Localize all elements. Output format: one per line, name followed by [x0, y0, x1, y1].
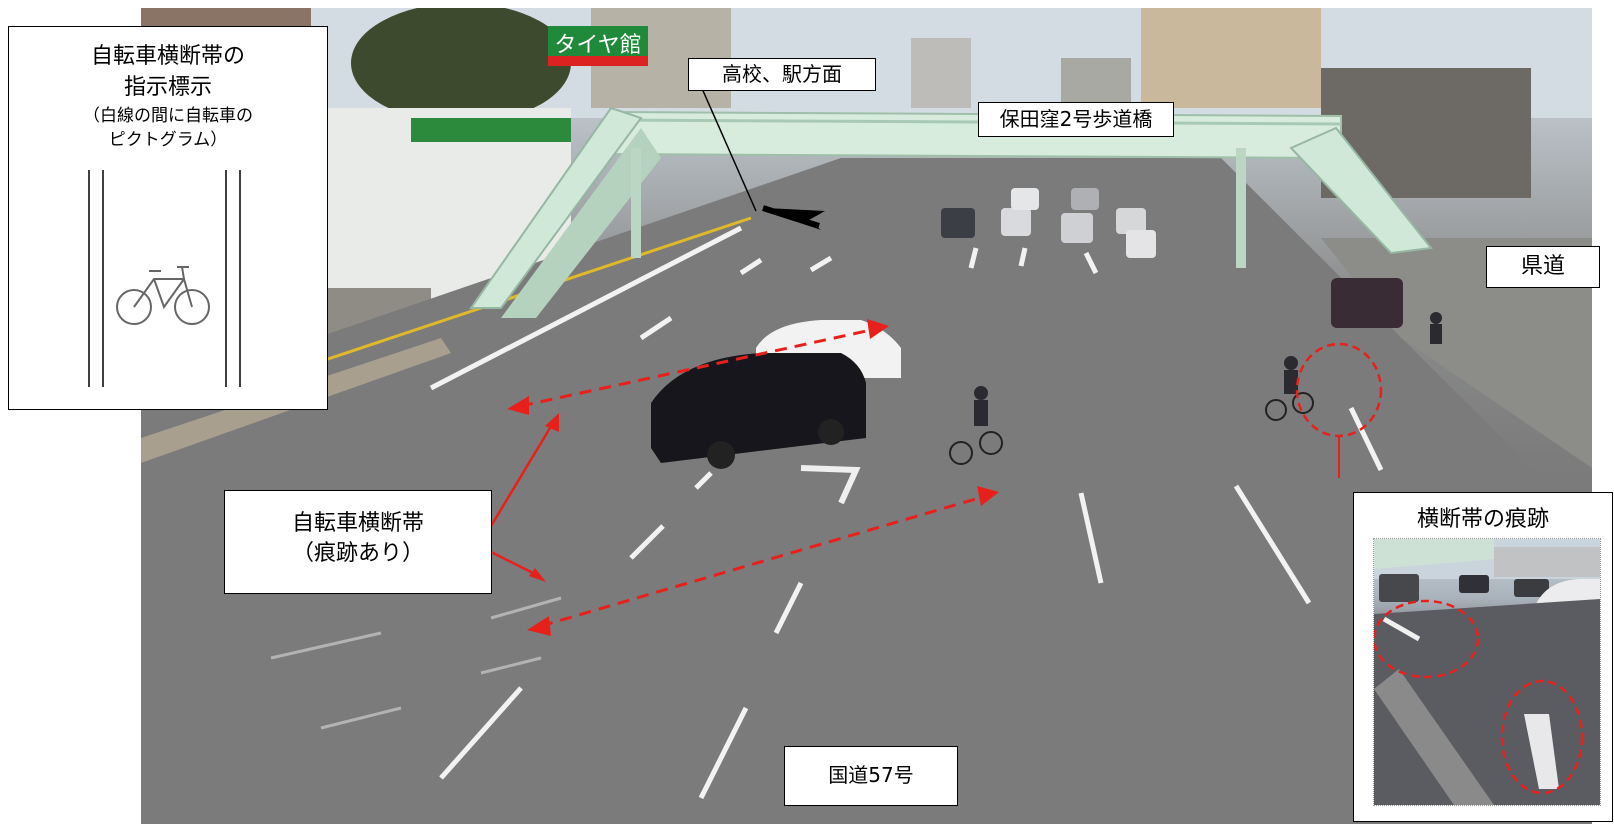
crossing-band-arrow-lower [540, 494, 987, 628]
trees [351, 8, 571, 123]
sign-panel-subtitle: （白線の間に自転車の ピクトグラム） [9, 104, 327, 152]
bridge-stairs-left [469, 106, 643, 309]
road-surface [141, 158, 1592, 824]
bridge-stairs-right [1289, 126, 1433, 255]
inset-trace-circle-1 [1374, 599, 1480, 679]
street-photo: タイヤ館 [141, 8, 1592, 824]
inset-photo [1373, 538, 1601, 806]
crossing-band-label-line2: （痕跡あり） [291, 541, 424, 566]
black-minivan [651, 353, 866, 463]
sign-panel-sub-line1: （白線の間に自転車の [83, 106, 253, 126]
inset-trace-circle-2 [1500, 679, 1584, 795]
inset-panel: 横断帯の痕跡 [1353, 492, 1613, 822]
sign-panel: 自転車横断帯の 指示標示 （白線の間に自転車の ピクトグラム） [8, 26, 328, 410]
sign-panel-title-line2: 指示標示 [123, 75, 212, 100]
inset-closeup-scene [1374, 539, 1600, 805]
sign-panel-title-line1: 自転車横断帯の [90, 44, 245, 69]
crossing-band-label-line1: 自転車横断帯 [291, 511, 424, 536]
crossing-marking-diagram [88, 170, 241, 387]
pedestrian-bridge-label: 保田窪2号歩道橋 [978, 102, 1174, 137]
van [1331, 278, 1403, 328]
apartment-building [1141, 8, 1321, 108]
sign-panel-title: 自転車横断帯の 指示標示 [9, 41, 327, 103]
bicycle-pictogram-icon [116, 266, 210, 325]
school-direction-label: 高校、駅方面 [688, 58, 876, 91]
sign-panel-sub-line2: ピクトグラム） [108, 130, 228, 150]
tire-shop-sign-text: タイヤ館 [554, 32, 641, 57]
crossing-band-label: 自転車横断帯 （痕跡あり） [224, 490, 492, 594]
inset-title: 横断帯の痕跡 [1416, 507, 1549, 532]
national-route-label: 国道57号 [784, 746, 958, 806]
pedestrian-bridge [610, 110, 1342, 160]
prefectural-road-label: 県道 [1486, 246, 1600, 288]
